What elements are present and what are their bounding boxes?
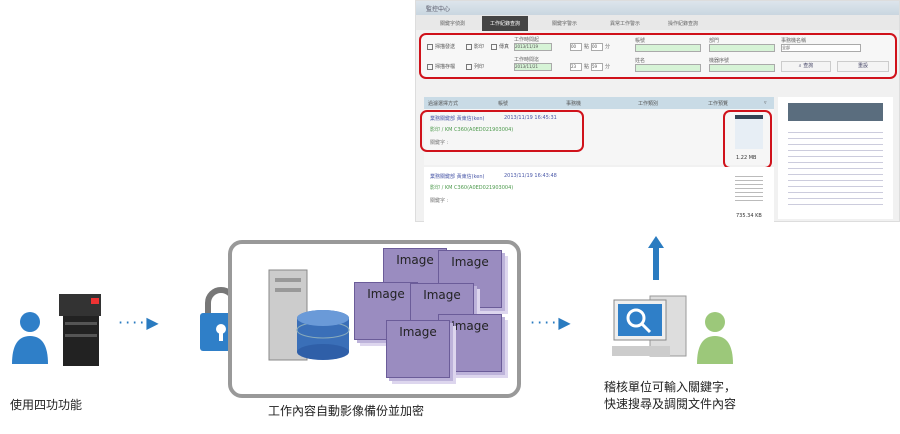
checkbox-scan-save[interactable]: 掃描存檔 [427, 63, 455, 70]
time-start-label: 工作時間起 [514, 37, 540, 43]
min-label-2: 分 [605, 64, 611, 70]
image-stack: Image [386, 320, 450, 378]
search-icon: ⌕ [798, 63, 802, 69]
reset-button[interactable]: 重設 [837, 61, 889, 72]
time-end-input[interactable]: 2013/11/21 [514, 63, 552, 71]
machine-label: 事務機名稱 [781, 38, 807, 44]
col-machine[interactable]: 事務機 [566, 101, 582, 107]
hour-end-select[interactable]: 23 [570, 63, 582, 71]
up-arrow-icon [648, 236, 664, 280]
name-label: 姓名 [635, 58, 646, 64]
monitor-screenshot: 監控中心 關鍵字偵測 工作紀錄查詢 關鍵字警示 異常工作警示 操作紀錄查詢 掃描… [415, 0, 900, 223]
tab-abnormal-alert[interactable]: 異常工作警示 [610, 21, 641, 27]
preview-text [788, 127, 883, 207]
arrow-right-icon: ····▶ [118, 313, 161, 332]
time-end-label: 工作時間迄 [514, 57, 540, 63]
min-end-select[interactable]: 59 [591, 63, 603, 71]
server-database-icon [268, 269, 350, 361]
machine-select[interactable]: 全部 [781, 44, 861, 52]
preview-photo [788, 103, 883, 121]
row-user: 業務關鍵部 黃東信(ken) [430, 174, 485, 180]
to-label-2: 點 [584, 64, 590, 70]
checkbox-print[interactable]: 列印 [466, 63, 484, 70]
row-time: 2013/11/19 16:43:48 [504, 173, 557, 179]
row-job: 影印 / KM C360(A0ED021903004) [430, 185, 514, 191]
checkbox-fax[interactable]: 傳真 [491, 43, 509, 50]
col-preview[interactable]: 工作預覽 [708, 101, 729, 107]
tab-keyword-alert[interactable]: 關鍵字警示 [552, 21, 578, 27]
time-start-input[interactable]: 2013/11/19 [514, 43, 552, 51]
serial-label: 機器序號 [709, 58, 730, 64]
computer-search-icon [612, 295, 687, 357]
search-button[interactable]: ⌕ 查詢 [781, 61, 831, 72]
auditor-icon [697, 312, 733, 364]
user-icon [12, 312, 48, 364]
row-user: 業務關鍵部 黃東信(ken) [430, 116, 485, 122]
backup-caption: 工作內容自動影像備份並加密 [268, 404, 425, 418]
thumbnail[interactable] [735, 115, 763, 149]
row-size: 1.22 MB [736, 155, 757, 161]
audit-caption-2: 快速搜尋及調閱文件內容 [604, 397, 737, 411]
filter-panel: 掃描發送 影印 傳真 掃描存檔 列印 工作時間起 2013/11/19 00 點… [419, 33, 897, 79]
highlight-row [420, 110, 584, 152]
tab-job-log[interactable]: 工作紀錄查詢 [482, 16, 529, 31]
name-input[interactable] [635, 64, 701, 72]
row-size: 735.34 KB [736, 213, 762, 219]
account-label: 帳號 [635, 38, 646, 44]
highlight-thumbnail [723, 110, 772, 169]
min-label: 分 [605, 44, 611, 50]
arrow-right-icon: ····▶ [530, 313, 573, 332]
thumbnail[interactable] [735, 173, 763, 203]
window-title: 監控中心 [416, 1, 899, 15]
row-keyword: 關鍵字 : [430, 198, 449, 204]
serial-input[interactable] [709, 64, 775, 72]
printer-icon [59, 294, 101, 366]
audit-caption-1: 稽核單位可輸入關鍵字， [604, 380, 737, 394]
document-preview [778, 97, 893, 219]
account-input[interactable] [635, 44, 701, 52]
table-header: 過濾選擇方式 帳號 事務機 工作類別 工作預覽 ▿ [424, 97, 774, 109]
dept-input[interactable] [709, 44, 775, 52]
user-caption: 使用四功功能 [10, 398, 83, 412]
table-row[interactable]: 業務關鍵部 黃東信(ken) 2013/11/19 16:45:31 影印 / … [424, 109, 774, 165]
table-row[interactable]: 業務關鍵部 黃東信(ken) 2013/11/19 16:43:48 影印 / … [424, 167, 774, 223]
tab-operation-log[interactable]: 操作紀錄查詢 [668, 21, 699, 27]
col-account[interactable]: 帳號 [498, 101, 509, 107]
search-label: 查詢 [803, 63, 814, 69]
checkbox-copy[interactable]: 影印 [466, 43, 484, 50]
checkbox-scan-send[interactable]: 掃描發送 [427, 43, 455, 50]
to-label: 點 [584, 44, 590, 50]
col-job-type[interactable]: 工作類別 [638, 101, 659, 107]
min-start-select[interactable]: 00 [591, 43, 603, 51]
dept-label: 部門 [709, 38, 720, 44]
sort-icon[interactable]: ▿ [764, 100, 767, 106]
row-job: 影印 / KM C360(A0ED021903004) [430, 127, 514, 133]
col-filter[interactable]: 過濾選擇方式 [428, 101, 459, 107]
tab-bar: 關鍵字偵測 工作紀錄查詢 關鍵字警示 異常工作警示 操作紀錄查詢 [416, 15, 899, 31]
row-time: 2013/11/19 16:45:31 [504, 115, 557, 121]
row-keyword: 關鍵字 : [430, 140, 449, 146]
tab-keyword-detect[interactable]: 關鍵字偵測 [440, 21, 466, 27]
hour-start-select[interactable]: 00 [570, 43, 582, 51]
